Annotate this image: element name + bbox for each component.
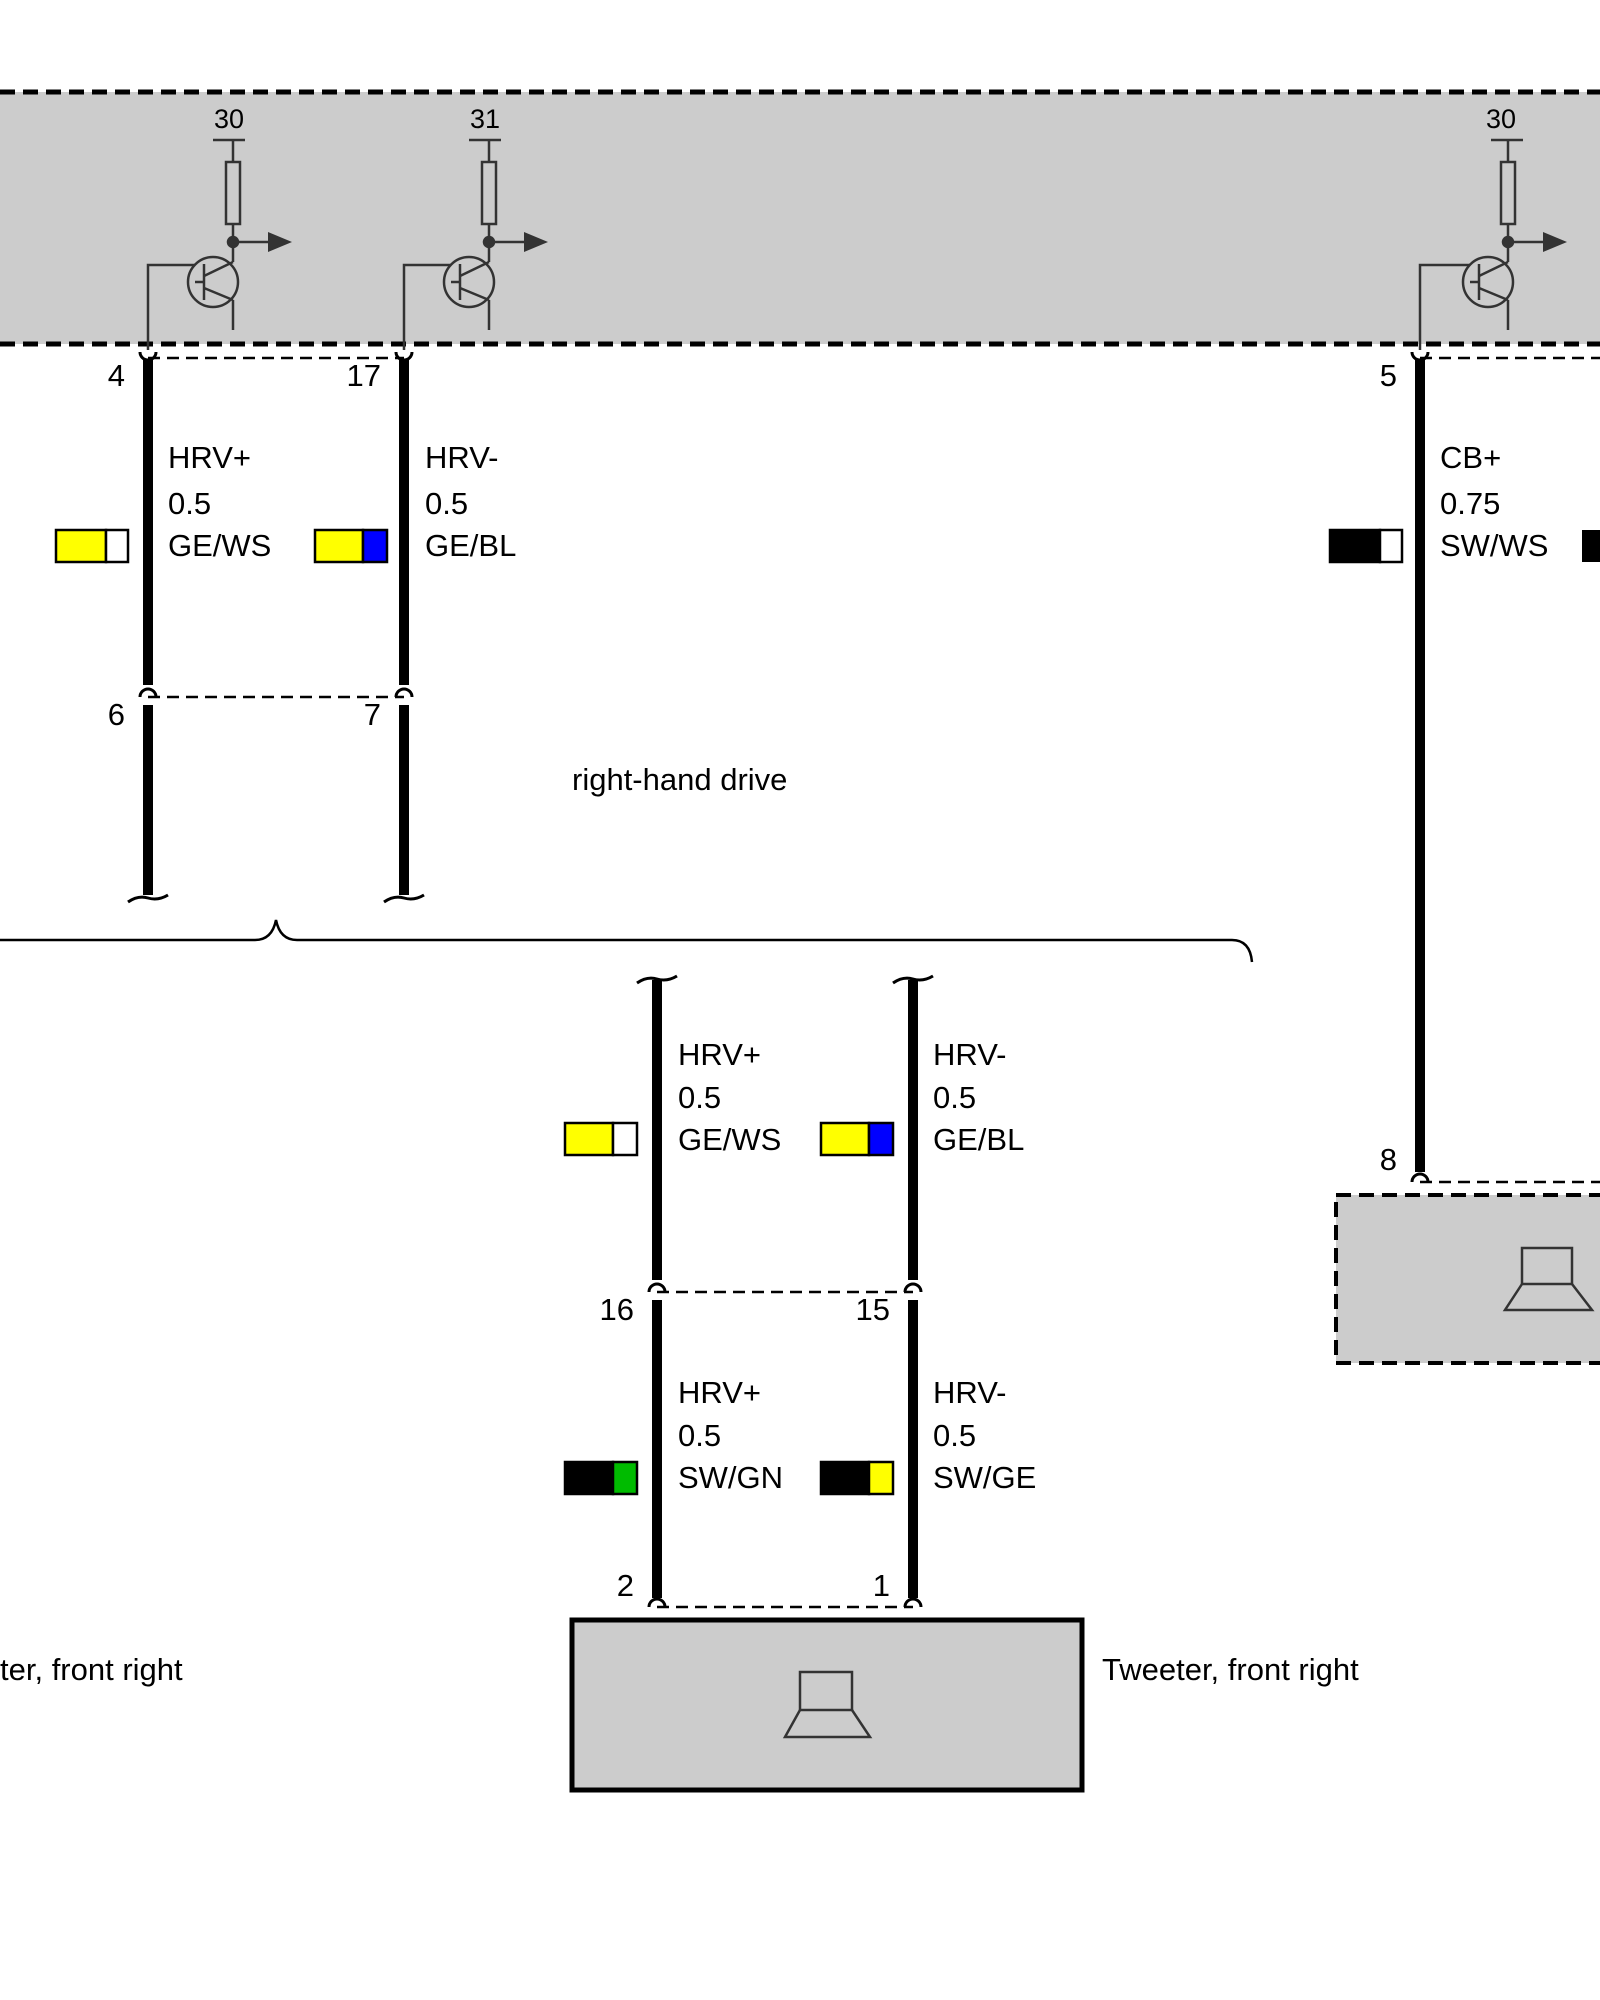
wire-hrv-minus-lower: HRV- 0.5 GE/BL 15 HRV- 0.5 SW/GE 1 — [819, 974, 1036, 1608]
wire-color-swatch — [819, 1121, 895, 1157]
wire-size-label: 0.5 — [933, 1418, 976, 1453]
wire-color-swatch-partial — [1582, 530, 1600, 562]
pin-number: 2 — [617, 1568, 634, 1603]
supply-terminal-label: 31 — [470, 104, 500, 134]
wire-signal-label: HRV+ — [168, 440, 251, 475]
tweeter-front-right — [569, 1617, 1085, 1793]
wire-hrv-minus-upper: 17 7 HRV- 0.5 GE/BL — [313, 351, 516, 904]
pin-number: 4 — [108, 358, 125, 393]
wire-color-label: SW/WS — [1440, 528, 1549, 563]
wire-size-label: 0.5 — [678, 1080, 721, 1115]
variant-brace — [0, 919, 1254, 963]
wire-color-label: GE/BL — [425, 528, 516, 563]
output-driver-transistor: 31 — [402, 104, 548, 350]
pin-number: 5 — [1380, 358, 1397, 393]
wire-color-swatch — [563, 1460, 639, 1496]
wire-size-label: 0.5 — [678, 1418, 721, 1453]
pin-number: 6 — [108, 697, 125, 732]
wire-color-label: GE/WS — [168, 528, 271, 563]
wire-color-label: GE/WS — [678, 1122, 781, 1157]
pin-number: 15 — [856, 1292, 890, 1327]
control-unit — [0, 89, 1600, 347]
speaker-icon — [782, 1670, 873, 1739]
wire-cb-plus: 5 8 CB+ 0.75 SW/WS — [1328, 351, 1600, 1183]
component-label-partial: ter, front right — [0, 1652, 183, 1687]
supply-terminal-label: 30 — [1486, 104, 1516, 134]
wire-color-swatch — [819, 1460, 895, 1496]
wire-size-label: 0.75 — [1440, 486, 1500, 521]
pin-number: 7 — [364, 697, 381, 732]
wire-size-label: 0.5 — [168, 486, 211, 521]
speaker-module-right-partial — [1334, 1193, 1600, 1365]
supply-terminal-label: 30 — [214, 104, 244, 134]
wire-hrv-plus-upper: 4 6 HRV+ 0.5 GE/WS — [54, 351, 271, 904]
pin-number: 17 — [347, 358, 381, 393]
wire-color-swatch — [563, 1121, 639, 1157]
pin-number: 16 — [600, 1292, 634, 1327]
output-driver-transistor: 30 — [1418, 104, 1567, 350]
wire-signal-label: HRV- — [425, 440, 499, 475]
wire-color-swatch — [54, 528, 130, 564]
wire-size-label: 0.5 — [425, 486, 468, 521]
wire-color-swatch — [313, 528, 389, 564]
control-unit-body — [0, 92, 1600, 344]
pin-number: 8 — [1380, 1142, 1397, 1177]
wire-color-label: GE/BL — [933, 1122, 1024, 1157]
wire-signal-label: CB+ — [1440, 440, 1501, 475]
wire-signal-label: HRV- — [933, 1375, 1007, 1410]
wire-color-label: SW/GN — [678, 1460, 783, 1495]
connector-dashed-links — [148, 356, 1600, 1609]
wire-signal-label: HRV+ — [678, 1037, 761, 1072]
wire-color-label: SW/GE — [933, 1460, 1036, 1495]
wire-signal-label: HRV+ — [678, 1375, 761, 1410]
variant-label: right-hand drive — [572, 762, 787, 797]
wire-color-swatch — [1328, 528, 1404, 564]
wire-signal-label: HRV- — [933, 1037, 1007, 1072]
component-label: Tweeter, front right — [1102, 1652, 1359, 1687]
output-driver-transistor: 30 — [146, 104, 292, 350]
pin-number: 1 — [873, 1568, 890, 1603]
wire-hrv-plus-lower: HRV+ 0.5 GE/WS 16 HRV+ 0.5 SW/GN 2 — [563, 974, 783, 1608]
speaker-icon — [1502, 1246, 1595, 1312]
wire-size-label: 0.5 — [933, 1080, 976, 1115]
